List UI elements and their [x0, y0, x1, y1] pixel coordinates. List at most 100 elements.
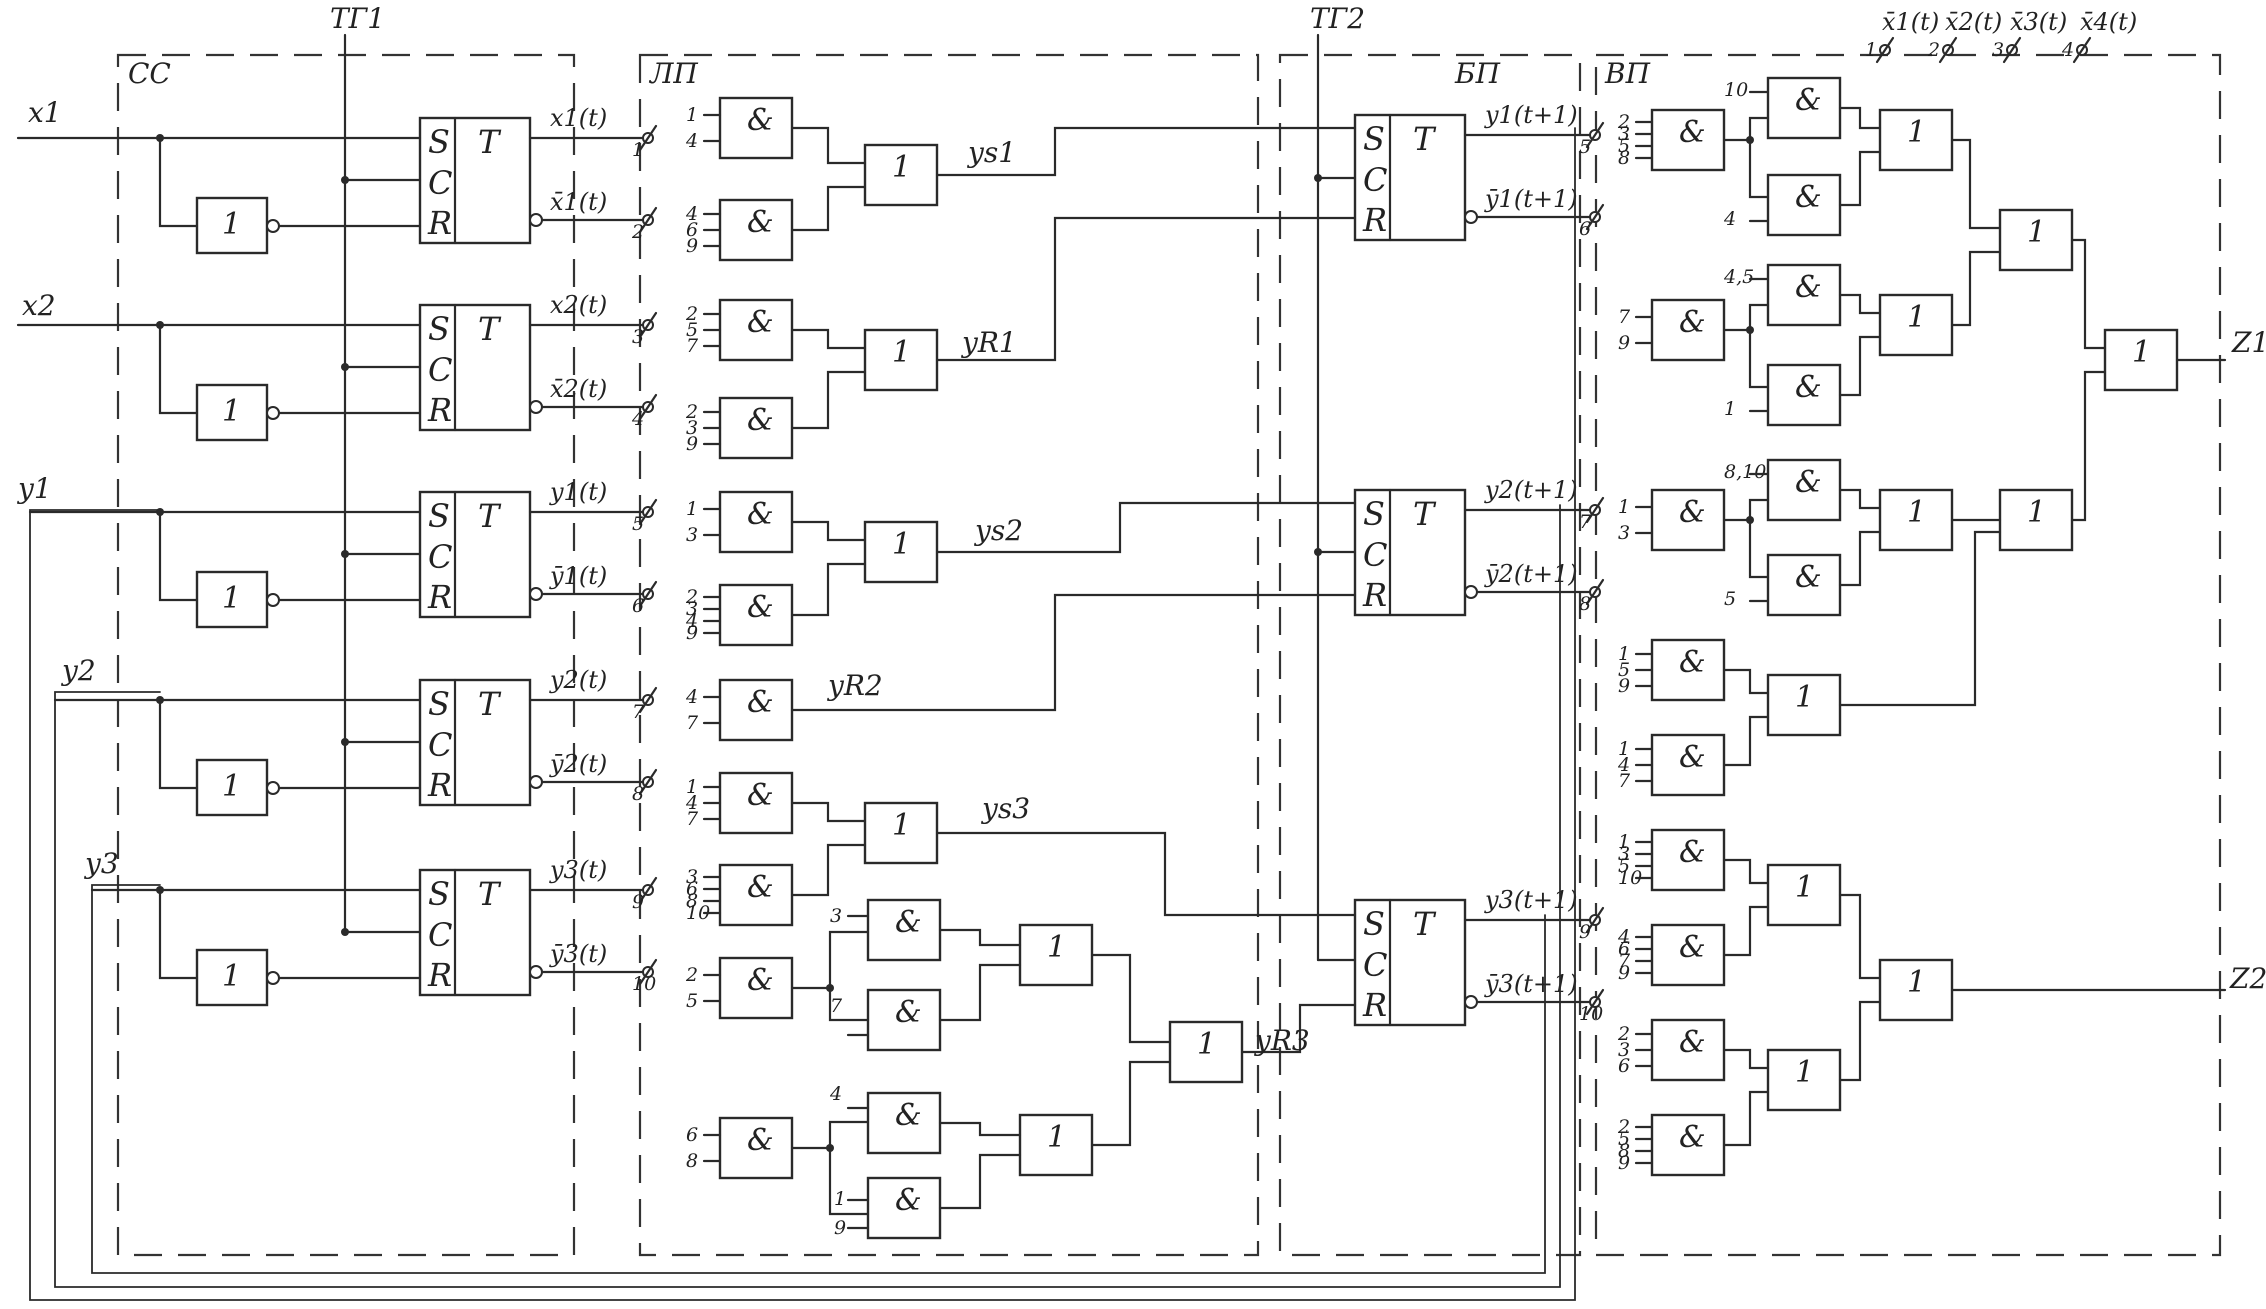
vp-and-gate-2: & — [1650, 298, 1726, 362]
gate-input-number: 6 — [1618, 938, 1630, 960]
wire — [1838, 488, 1882, 510]
vp-and-gate-8: & — [1650, 1018, 1726, 1082]
ff-q-label: x2(t) — [550, 291, 607, 319]
vp-level2-and-5: & — [1766, 458, 1842, 522]
ff-label-s: S — [1363, 905, 1385, 943]
vp-level2-and-6: & — [1766, 553, 1842, 617]
vp-or-gate-3: 1 — [1878, 488, 1954, 552]
wire — [1722, 1048, 1770, 1070]
wire — [938, 963, 1022, 1022]
inverter-symbol: 1 — [222, 581, 241, 616]
clock-buses — [343, 33, 1357, 962]
terminal-number: 6 — [1579, 218, 1591, 240]
wire — [828, 986, 870, 1022]
terminal-number: 6 — [632, 595, 644, 617]
or-gate-symbol: 1 — [1047, 930, 1066, 965]
or-gate-symbol: 1 — [1047, 1120, 1066, 1155]
lp-and-to-or-wire — [790, 801, 867, 823]
feedback-y3 — [91, 884, 1546, 1274]
lp-and-to-or-wire — [790, 328, 867, 350]
wire — [1950, 138, 2002, 230]
ff-q-label: y2(t) — [549, 666, 607, 694]
ff-q-label: y1(t+1) — [1484, 101, 1578, 129]
and-gate-symbol: & — [747, 870, 774, 905]
gate-input-number: 6 — [686, 878, 698, 900]
ff-q-label: y2(t+1) — [1484, 476, 1578, 504]
and-gate-symbol: & — [1679, 495, 1706, 530]
terminal-number: 9 — [632, 891, 644, 913]
gate-input-number: 3 — [686, 524, 698, 546]
vp-and-gate-9: & — [1650, 1113, 1726, 1177]
ff-label-s: S — [1363, 120, 1385, 158]
wire — [1838, 150, 1882, 207]
lp-and-to-or-wire — [790, 843, 867, 897]
inverted-output-bubble — [529, 213, 543, 227]
block-title-cc: СС — [128, 57, 171, 90]
wire — [1748, 328, 1770, 389]
gate-input-number: 4 — [829, 1083, 842, 1105]
lp-and-gate-8: & — [718, 771, 794, 835]
or-gate-symbol: 1 — [1907, 115, 1926, 150]
gate-input-number: 4 — [685, 203, 698, 225]
lp-signal-yR1: yR1 — [960, 326, 1017, 359]
lp-or-gate-4: 1 — [863, 801, 939, 865]
inverted-output-bubble — [529, 587, 543, 601]
terminal-number: 3 — [1992, 39, 2004, 61]
block-titles: СС ЛП БП ВП ТГ1 ТГ2 — [128, 2, 1651, 90]
flipflop-body — [418, 303, 532, 432]
and-gate-symbol: & — [1795, 270, 1822, 305]
and-gate-symbol: & — [747, 778, 774, 813]
terminal-number: 2 — [631, 221, 644, 243]
ff-label-c: C — [428, 351, 452, 389]
gate-input-number: 2 — [685, 586, 698, 608]
terminal-number: 7 — [632, 701, 645, 723]
feedback-lines — [29, 127, 1576, 1301]
gate-input-number: 5 — [1618, 135, 1630, 157]
terminal-slash — [638, 686, 658, 714]
junction-dot — [341, 550, 349, 558]
vp-level2-and-3: & — [1766, 263, 1842, 327]
flipflop-body — [1353, 488, 1467, 617]
or-gate-symbol: 1 — [1907, 300, 1926, 335]
ff-nq-label: ȳ1(t+1) — [1484, 185, 1578, 213]
input-label-x2: x2 — [22, 289, 56, 322]
gate-input-number: 2 — [685, 401, 698, 423]
ff-q-label: y1(t) — [549, 478, 607, 506]
flipflop-body — [1353, 898, 1467, 1027]
inverted-output-bubble — [1464, 210, 1478, 224]
inverter-bubble — [266, 406, 280, 420]
and-gate-symbol: & — [747, 963, 774, 998]
inverter-symbol: 1 — [222, 769, 241, 804]
ff-nq-label: x̄2(t) — [550, 375, 607, 403]
inverted-output-bubble — [529, 965, 543, 979]
wire — [790, 1120, 870, 1150]
terminal-number: 9 — [1579, 921, 1591, 943]
or-gate-symbol: 1 — [892, 335, 911, 370]
vp-or-gate-10: 1 — [1878, 958, 1954, 1022]
ff-label-c: C — [428, 538, 452, 576]
clock-label-tg1: ТГ1 — [330, 2, 385, 35]
wire — [1090, 953, 1172, 1044]
or-gate-symbol: 1 — [1907, 495, 1926, 530]
ff-label-r: R — [1362, 986, 1387, 1024]
ff-label-r: R — [1362, 576, 1387, 614]
ff-q-label: y3(t+1) — [1484, 886, 1578, 914]
wire — [1838, 893, 1882, 980]
ff-label-r: R — [427, 391, 452, 429]
inverted-output-bubble — [529, 775, 543, 789]
inverter-bubble — [266, 781, 280, 795]
ff-label-r: R — [427, 766, 452, 804]
gate-input-number: 7 — [1618, 770, 1631, 792]
vp-level2-and-1: & — [1766, 76, 1842, 140]
lp-level2-gate-7: 1 — [1168, 1020, 1244, 1084]
terminal-slash — [1585, 578, 1605, 606]
terminal-slash — [638, 498, 658, 526]
wire — [2070, 370, 2107, 522]
and-gate-symbol: & — [1679, 835, 1706, 870]
input-label-x1: x1 — [28, 96, 62, 129]
vp-and-gate-6: & — [1650, 828, 1726, 892]
and-gate-symbol: & — [1795, 180, 1822, 215]
